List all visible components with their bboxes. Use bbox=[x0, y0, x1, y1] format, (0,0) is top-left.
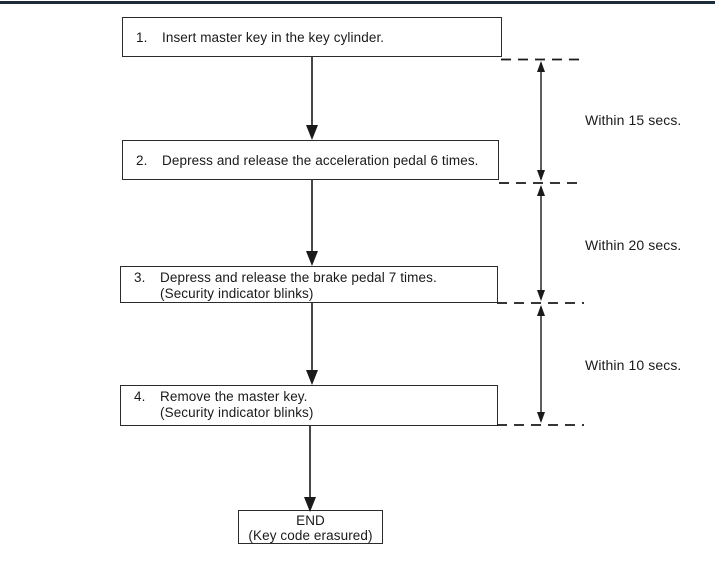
step-number: 4. bbox=[134, 389, 146, 404]
timer-label-10s: Within 10 secs. bbox=[585, 357, 682, 373]
measure-arrowhead-down-icon bbox=[537, 412, 545, 423]
arrowhead-down-icon bbox=[306, 251, 318, 266]
step-number: 3. bbox=[134, 270, 146, 285]
step-box-2: 2. Depress and release the acceleration … bbox=[122, 140, 499, 180]
measure-arrowhead-up-icon bbox=[537, 61, 545, 72]
arrowhead-down-icon bbox=[306, 125, 318, 140]
end-title: END bbox=[296, 513, 325, 528]
step-note: (Security indicator blinks) bbox=[160, 286, 314, 301]
measure-arrowhead-down-icon bbox=[537, 170, 545, 181]
step-text: Insert master key in the key cylinder. bbox=[162, 29, 385, 45]
arrowhead-down-icon bbox=[306, 370, 318, 385]
step-note: (Security indicator blinks) bbox=[160, 405, 314, 420]
measure-arrowhead-up-icon bbox=[537, 185, 545, 196]
step-box-3: 3. Depress and release the brake pedal 7… bbox=[120, 266, 498, 303]
top-divider-rule bbox=[0, 1, 715, 4]
step-number: 1. bbox=[136, 29, 148, 45]
step-text: Depress and release the acceleration ped… bbox=[162, 152, 479, 168]
end-subtitle: (Key code erasured) bbox=[248, 528, 373, 543]
step-box-4: 4. Remove the master key. (Security indi… bbox=[120, 385, 498, 426]
measure-arrowhead-down-icon bbox=[537, 290, 545, 301]
timer-label-20s: Within 20 secs. bbox=[585, 237, 682, 253]
step-number: 2. bbox=[136, 152, 148, 168]
step-text: Depress and release the brake pedal 7 ti… bbox=[160, 270, 437, 285]
step-box-1: 1. Insert master key in the key cylinder… bbox=[122, 17, 502, 57]
timer-label-15s: Within 15 secs. bbox=[585, 112, 682, 128]
step-text: Remove the master key. bbox=[160, 389, 308, 404]
end-box: END (Key code erasured) bbox=[238, 510, 383, 544]
measure-arrowhead-up-icon bbox=[537, 305, 545, 316]
